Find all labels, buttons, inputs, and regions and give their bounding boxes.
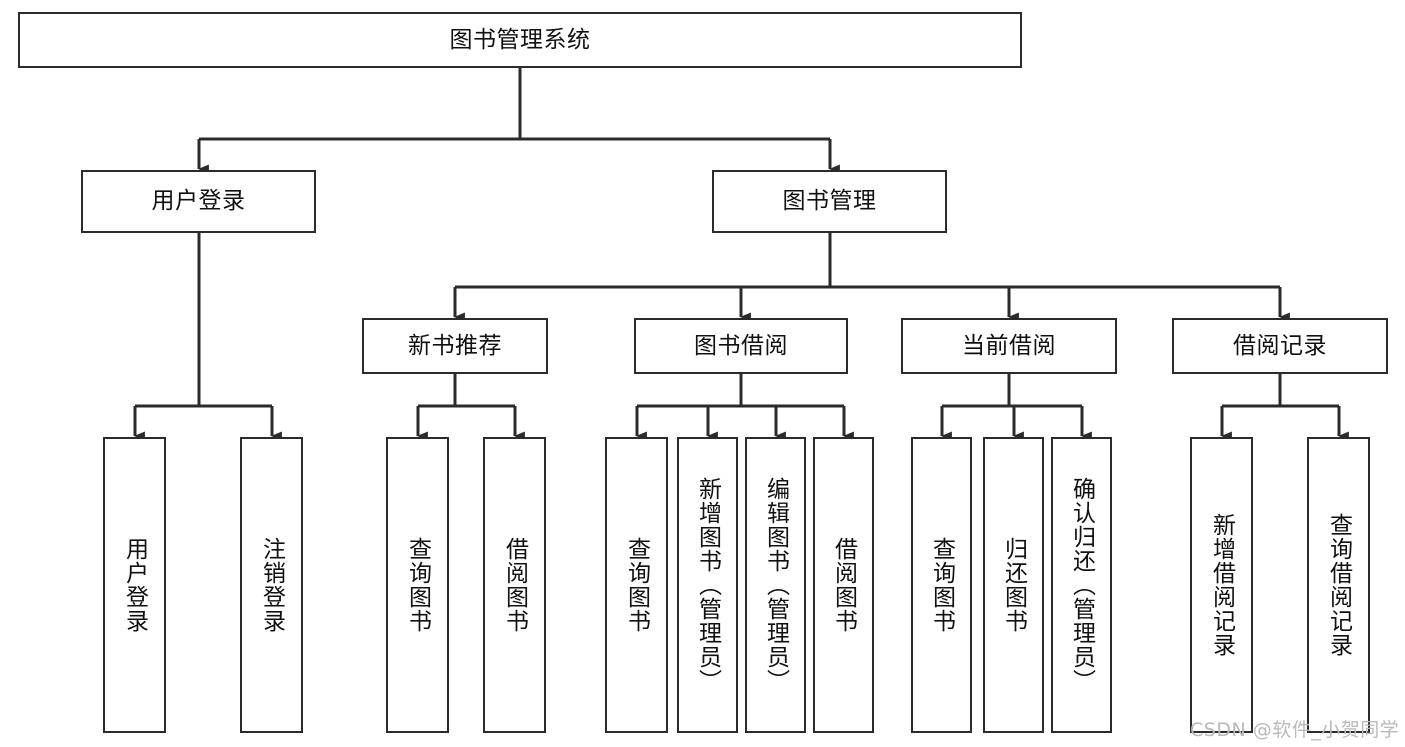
node-label: 图书管理 [782, 188, 877, 215]
node-leaf-logout[interactable]: 注销登录 [240, 437, 303, 733]
node-label: 新书推荐 [408, 332, 502, 359]
node-label: 新增图书（管理员） [694, 477, 721, 693]
node-leaf-return-book[interactable]: 归还图书 [983, 437, 1044, 733]
node-book-manage[interactable]: 图书管理 [712, 170, 947, 233]
node-label: 查询图书 [928, 537, 955, 633]
node-book-borrow[interactable]: 图书借阅 [634, 318, 848, 374]
node-leaf-query-book-b[interactable]: 查询图书 [605, 437, 668, 733]
node-leaf-query-book-a[interactable]: 查询图书 [386, 437, 449, 733]
node-label: 用户登录 [121, 537, 148, 633]
node-leaf-edit-book[interactable]: 编辑图书（管理员） [745, 437, 806, 733]
node-root[interactable]: 图书管理系统 [18, 12, 1022, 68]
node-label: 借阅记录 [1233, 332, 1327, 359]
node-leaf-borrow-book-a[interactable]: 借阅图书 [483, 437, 546, 733]
node-label: 归还图书 [1000, 537, 1027, 633]
node-label: 查询借阅记录 [1325, 513, 1352, 657]
node-label: 编辑图书（管理员） [762, 477, 789, 693]
node-label: 查询图书 [623, 537, 650, 633]
node-leaf-query-book-c[interactable]: 查询图书 [911, 437, 972, 733]
node-label: 确认归还（管理员） [1068, 477, 1095, 693]
node-new-book-recommend[interactable]: 新书推荐 [362, 318, 548, 374]
node-leaf-confirm-return[interactable]: 确认归还（管理员） [1051, 437, 1112, 733]
node-label: 当前借阅 [962, 332, 1056, 359]
node-user-login[interactable]: 用户登录 [81, 170, 316, 233]
node-leaf-add-book[interactable]: 新增图书（管理员） [677, 437, 738, 733]
node-label: 借阅图书 [501, 537, 528, 633]
node-label: 借阅图书 [830, 537, 857, 633]
node-label: 图书管理系统 [449, 26, 591, 53]
node-current-borrow[interactable]: 当前借阅 [901, 318, 1117, 374]
node-leaf-borrow-book-b[interactable]: 借阅图书 [813, 437, 874, 733]
node-label: 注销登录 [258, 537, 285, 633]
node-label: 新增借阅记录 [1208, 513, 1235, 657]
node-label: 查询图书 [404, 537, 431, 633]
node-borrow-record[interactable]: 借阅记录 [1172, 318, 1388, 374]
node-leaf-user-login[interactable]: 用户登录 [103, 437, 166, 733]
node-leaf-query-record[interactable]: 查询借阅记录 [1307, 437, 1370, 733]
node-leaf-add-record[interactable]: 新增借阅记录 [1190, 437, 1253, 733]
node-label: 用户登录 [151, 188, 246, 215]
node-label: 图书借阅 [694, 332, 788, 359]
